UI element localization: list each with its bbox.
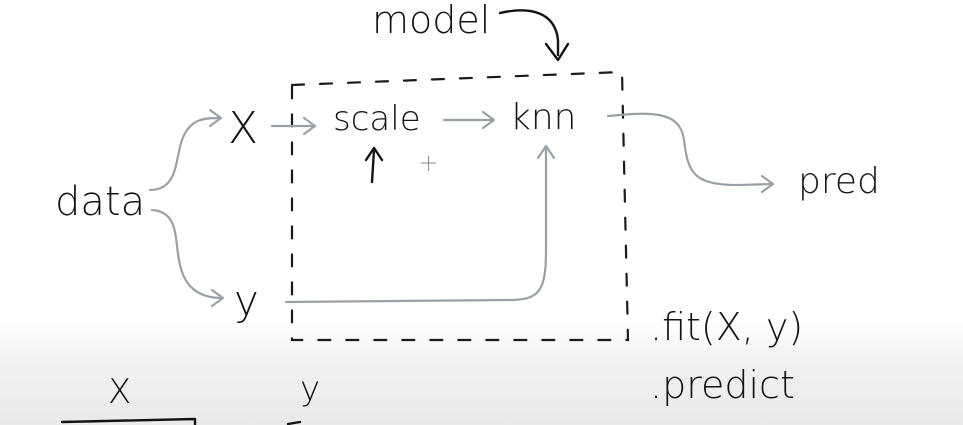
data-to-y-arrow [150, 208, 224, 300]
knn-to-pred-arrowhead [760, 174, 775, 194]
crosshair-icon [421, 156, 436, 171]
fit-label: .fit(X, y) [650, 305, 803, 349]
model-arrow-head [544, 42, 570, 62]
bottom-y-label: y [300, 369, 320, 409]
model-box [290, 70, 630, 342]
model-label: model [372, 0, 490, 42]
scale-up-arrow-head [364, 146, 384, 162]
data-label: data [55, 179, 145, 225]
bottom-y-underline [286, 420, 302, 425]
bottom-x-underline [60, 417, 197, 425]
y-label: y [234, 276, 259, 325]
x-to-scale-arrowhead [302, 116, 317, 136]
pred-label: pred [798, 161, 880, 202]
bottom-x-label: X [108, 372, 131, 412]
y-to-knn-arrow [284, 146, 548, 304]
data-to-x-arrow [148, 116, 222, 192]
scale-label: scale [333, 99, 421, 139]
y-to-knn-arrowhead [536, 144, 556, 160]
data-to-y-arrowhead [210, 288, 225, 308]
scale-to-knn-arrowhead [481, 110, 496, 130]
scale-up-arrow-line [370, 148, 376, 184]
model-arrow-line [498, 9, 560, 57]
knn-label: knn [510, 97, 576, 138]
data-to-x-arrowhead [208, 108, 223, 128]
predict-label: .predict [650, 363, 795, 407]
knn-to-pred-arrow [606, 112, 774, 187]
x-label: X [228, 103, 258, 154]
